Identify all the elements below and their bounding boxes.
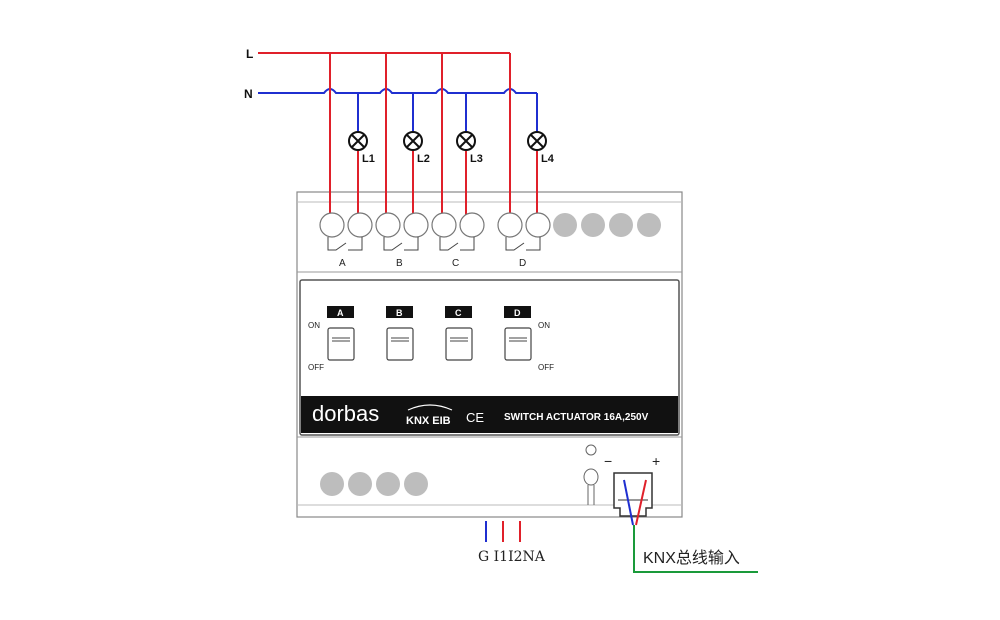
terminal-label-b: B	[396, 258, 403, 269]
bus-wire	[633, 525, 758, 573]
svg-text:A: A	[337, 308, 344, 318]
switch-tag-b: B	[386, 306, 413, 318]
lamp-l1: L1	[348, 131, 375, 165]
ce-mark: CE	[466, 410, 484, 425]
lamp-label: L1	[362, 153, 375, 165]
manual-switch-d[interactable]	[504, 327, 532, 361]
output-terminals: A B C D	[319, 212, 661, 269]
lamp-l4: L4	[527, 131, 555, 165]
switch-tag-a: A	[327, 306, 354, 318]
input-terminals	[320, 472, 428, 496]
bus-input-label: KNX总线输入	[643, 549, 740, 567]
lamp-l3: L3	[456, 131, 483, 165]
knx-logo: KNX EIB	[406, 415, 451, 427]
lamp-l2: L2	[403, 131, 430, 165]
off-label-left: OFF	[308, 363, 324, 372]
brand-logo: dorbas	[312, 401, 379, 426]
off-label-right: OFF	[538, 363, 554, 372]
terminal-label-c: C	[452, 258, 459, 269]
device-housing	[296, 191, 683, 518]
knx-arc-icon	[407, 404, 453, 411]
bus-plus-label: +	[652, 453, 660, 469]
bus-minus-label: −	[604, 453, 612, 469]
lamp-label: L3	[470, 153, 483, 165]
terminal-label-a: A	[339, 258, 346, 269]
bus-wire-positive	[635, 479, 647, 526]
lamp-label: L2	[417, 153, 430, 165]
lamp-feeds	[357, 151, 538, 222]
svg-text:C: C	[455, 308, 462, 318]
switch-tag-c: C	[445, 306, 472, 318]
on-label-left: ON	[308, 321, 320, 330]
bus-connector	[613, 472, 653, 517]
manual-switch-c[interactable]	[445, 327, 473, 361]
terminal-label-d: D	[519, 258, 526, 269]
line-feeds	[329, 53, 511, 222]
line-label: L	[246, 47, 253, 61]
brand-strip: dorbas KNX EIB CE SWITCH ACTUATOR 16A,25…	[301, 396, 678, 433]
svg-text:D: D	[514, 308, 521, 318]
programming-led	[585, 444, 597, 456]
manual-switch-b[interactable]	[386, 327, 414, 361]
neutral-drops	[357, 93, 538, 132]
svg-text:B: B	[396, 308, 403, 318]
model-text: SWITCH ACTUATOR 16A,250V	[504, 412, 649, 423]
programming-button[interactable]	[583, 468, 599, 505]
bus-wire-negative	[623, 479, 634, 526]
neutral-conductor	[258, 88, 537, 94]
switch-panel: A B C D ON	[308, 306, 554, 372]
switch-tag-d: D	[504, 306, 531, 318]
input-label: G I1I2NA	[478, 549, 546, 565]
on-label-right: ON	[538, 321, 550, 330]
neutral-label: N	[244, 87, 253, 101]
manual-switch-a[interactable]	[327, 327, 355, 361]
lamp-label: L4	[541, 153, 555, 165]
